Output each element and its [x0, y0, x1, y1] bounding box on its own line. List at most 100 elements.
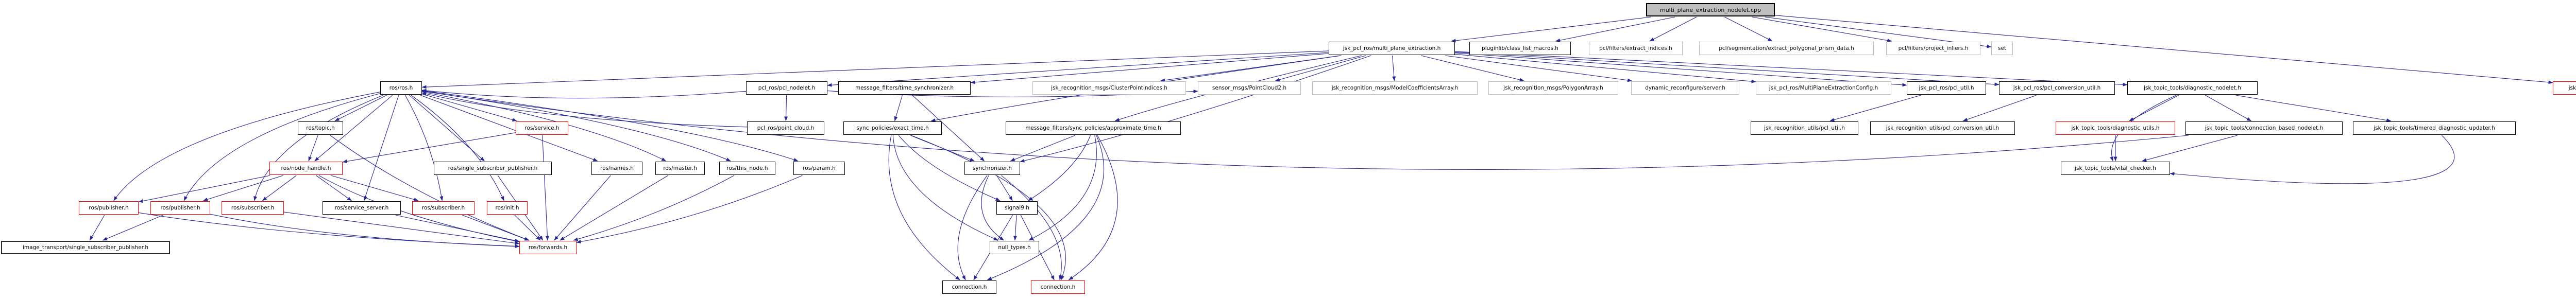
graph-node-cbn[interactable]: jsk_topic_tools/connection_based_nodelet… [2185, 121, 2343, 135]
graph-node-tf_singleton[interactable]: jsk_pcl_ros/tf_listener_singleton.h [2553, 81, 2576, 95]
edge-root-to-tf_singleton [1774, 15, 2553, 84]
graph-node-names[interactable]: ros/names.h [591, 162, 642, 175]
edge-mpe-to-pc2 [1275, 55, 1366, 82]
graph-node-this_node[interactable]: ros/this_node.h [719, 162, 775, 175]
graph-node-project_inliers[interactable]: pcl/filters/project_inliers.h [1886, 42, 1980, 55]
graph-node-vital[interactable]: jsk_topic_tools/vital_checker.h [2061, 162, 2170, 175]
graph-node-prism[interactable]: pcl/segmentation/extract_polygonal_prism… [1699, 42, 1874, 55]
graph-node-image_transport[interactable]: image_transport/single_subscriber_publis… [1, 241, 170, 254]
edge-node_handle-to-pub2 [202, 175, 283, 201]
edge-exact_time-to-conn1 [888, 135, 960, 280]
edge-exact_time-to-null_types [892, 135, 998, 241]
edge-mpe-to-cfg [1454, 54, 1756, 83]
edge-exact_time-to-conn2 [911, 135, 1066, 280]
edge-rosh-to-init [411, 95, 504, 201]
graph-node-init[interactable]: ros/init.h [487, 201, 528, 215]
graph-node-tdu[interactable]: jsk_topic_tools/timered_diagnostic_updat… [2353, 121, 2516, 135]
graph-node-approx_time[interactable]: message_filters/sync_policies/approximat… [1006, 121, 1181, 135]
edge-node_handle-to-sub1 [262, 175, 297, 201]
graph-node-sub1[interactable]: ros/subscriber.h [222, 201, 284, 215]
edge-approx_time-to-null_types [1028, 135, 1097, 241]
graph-node-null_types[interactable]: null_types.h [990, 241, 1039, 254]
edge-this_node-to-forwards [573, 175, 735, 241]
graph-node-param[interactable]: ros/param.h [793, 162, 845, 175]
edge-mpe-to-pclutil [1454, 52, 1907, 87]
graph-node-point_cloud[interactable]: pcl_ros/point_cloud.h [747, 121, 824, 135]
graph-node-conn1[interactable]: connection.h [942, 280, 996, 294]
graph-node-diagnodelet[interactable]: jsk_topic_tools/diagnostic_nodelet.h [2127, 81, 2258, 95]
graph-node-pub1[interactable]: ros/publisher.h [79, 201, 139, 215]
edge-diagnodelet-to-tdu [2235, 95, 2392, 122]
graph-node-cfg[interactable]: jsk_pcl_ros/MultiPlaneExtractionConfig.h [1756, 81, 1891, 95]
graph-node-extract_indices[interactable]: pcl/filters/extract_indices.h [1589, 42, 1683, 55]
edge-synchronizer-to-conn1 [957, 175, 988, 280]
edge-root-to-extract_indices [1649, 16, 1697, 42]
edge-node_handle-to-sub2 [331, 175, 419, 202]
edge-pclconv-to-rconv [1962, 95, 2037, 121]
edge-mpe-to-pcl_nodelet [827, 52, 1329, 87]
edge-approx_time-to-synchronizer [1010, 135, 1076, 162]
edge-mpe-to-diagnodelet [1454, 51, 2128, 86]
edge-service_server-to-forwards [395, 215, 520, 242]
edge-topic-to-node_handle [308, 135, 318, 162]
graph-node-conn2[interactable]: connection.h [1031, 280, 1085, 294]
graph-node-set[interactable]: set [1991, 42, 2013, 55]
graph-node-service[interactable]: ros/service.h [516, 121, 568, 135]
edge-point_cloud-to-rosh [421, 92, 748, 128]
graph-node-node_handle[interactable]: ros/node_handle.h [269, 162, 343, 175]
graph-node-pa[interactable]: jsk_recognition_msgs/PolygonArray.h [1488, 81, 1618, 95]
edge-root-to-project_inliers [1752, 16, 1892, 42]
edge-diagnodelet-to-cbn [2205, 95, 2252, 121]
edge-cbn-to-rosh [421, 90, 2189, 170]
edge-node_handle-to-pub1 [138, 175, 270, 203]
edge-pub1-to-image_transport [89, 215, 105, 241]
graph-node-dutils[interactable]: jsk_topic_tools/diagnostic_utils.h [2056, 121, 2175, 135]
graph-node-ssp[interactable]: ros/single_subscriber_publisher.h [434, 162, 552, 175]
graph-node-root[interactable]: multi_plane_extraction_nodelet.cpp [1646, 3, 1775, 16]
graph-node-master[interactable]: ros/master.h [655, 162, 705, 175]
graph-node-forwards[interactable]: ros/forwards.h [519, 241, 577, 254]
graph-node-topic[interactable]: ros/topic.h [298, 121, 343, 135]
graph-node-sub2[interactable]: ros/subscriber.h [412, 201, 474, 215]
graph-node-service_server[interactable]: ros/service_server.h [323, 201, 401, 215]
edge-mpe-to-dyn [1445, 55, 1632, 82]
edge-diagnodelet-to-dutils [2129, 95, 2179, 121]
edge-cbn-to-vital [2142, 135, 2238, 162]
edge-names-to-forwards [554, 175, 611, 241]
edge-param-to-forwards [576, 175, 803, 244]
graph-node-synchronizer[interactable]: synchronizer.h [964, 162, 1020, 175]
graph-node-pcl_nodelet[interactable]: pcl_ros/pcl_nodelet.h [746, 81, 827, 95]
edge-topic-to-forwards [330, 135, 530, 241]
graph-node-rconv[interactable]: jsk_recognition_utils/pcl_conversion_uti… [1870, 121, 2015, 135]
edge-approx_time-to-conn1 [987, 135, 1104, 280]
edge-rosh-to-sub2 [404, 95, 444, 201]
edge-root-to-pluginlib [1555, 16, 1675, 42]
graph-node-pluginlib[interactable]: pluginlib/class_list_macros.h [1469, 42, 1571, 55]
graph-node-exact_time[interactable]: sync_policies/exact_time.h [843, 121, 942, 135]
graph-node-rosh[interactable]: ros/ros.h [380, 81, 422, 95]
graph-node-rutil[interactable]: jsk_recognition_utils/pcl_util.h [1751, 121, 1858, 135]
graph-node-signal9[interactable]: signal9.h [996, 201, 1038, 215]
edge-pub2-to-forwards [210, 214, 520, 249]
edge-tdu-to-vital [2170, 135, 2455, 184]
edge-init-to-forwards [514, 215, 541, 241]
graph-node-mca[interactable]: jsk_recognition_msgs/ModelCoefficientsAr… [1312, 81, 1478, 95]
graph-node-pclconv[interactable]: jsk_pcl_ros/pcl_conversion_util.h [1999, 81, 2115, 95]
graph-node-time_sync[interactable]: message_filters/time_synchronizer.h [838, 81, 971, 95]
edge-rosh-to-param [421, 90, 799, 162]
edge-pcl_nodelet-to-rosh [421, 89, 747, 99]
edge-time_sync-to-synchronizer [912, 95, 985, 162]
edge-synchronizer-to-null_types [981, 175, 1005, 241]
edge-service-to-node_handle [342, 132, 516, 163]
edge-rosh-to-ssp [409, 95, 485, 162]
edge-rosh-to-topic [334, 95, 387, 121]
edge-synchronizer-to-signal9 [996, 175, 1013, 201]
graph-node-cpi[interactable]: jsk_recognition_msgs/ClusterPointIndices… [1032, 81, 1186, 95]
graph-node-pclutil[interactable]: jsk_pcl_ros/pcl_util.h [1907, 81, 1986, 95]
edge-rosh-to-names [420, 95, 598, 162]
graph-node-pub2[interactable]: ros/publisher.h [150, 201, 210, 215]
graph-node-dyn[interactable]: dynamic_reconfigure/server.h [1631, 81, 1739, 95]
graph-node-mpe[interactable]: jsk_pcl_ros/multi_plane_extraction.h [1329, 42, 1455, 55]
graph-node-pc2[interactable]: sensor_msgs/PointCloud2.h [1198, 81, 1301, 95]
